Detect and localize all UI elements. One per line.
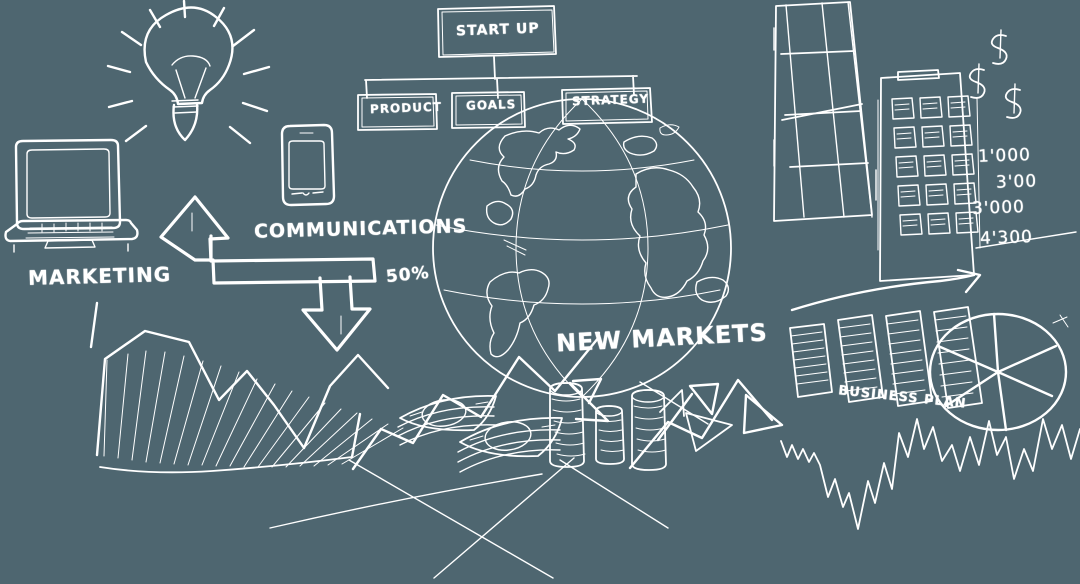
dollar-sign-icon	[990, 29, 1008, 65]
flowchart-label-strategy: STRATEGY	[571, 91, 650, 109]
flowchart-label-product: PRODUCT	[369, 99, 443, 117]
banknote-stack-icon	[397, 394, 563, 473]
lightbulb-icon	[106, 0, 271, 145]
amount-3: 3'000	[971, 197, 1026, 219]
dollar-sign-icon	[1004, 83, 1022, 119]
marketing-label: MARKETING	[27, 262, 172, 290]
bar-4	[933, 306, 983, 409]
office-building-icon	[877, 69, 981, 282]
bar-1	[789, 323, 833, 398]
amount-1: 1'000	[977, 145, 1032, 167]
flowchart-node-startup	[437, 5, 557, 58]
left-striped-area-chart	[89, 301, 610, 474]
flowchart-node-strategy	[561, 87, 653, 125]
stock-zigzag-line	[639, 381, 1080, 530]
laptop-icon	[4, 138, 139, 253]
amount-underline	[975, 231, 1077, 249]
growth-arrow-icon	[628, 378, 784, 470]
flowchart-diagram	[357, 5, 653, 131]
flowchart-label-goals: GOALS	[465, 97, 517, 113]
perspective-lines	[269, 457, 669, 579]
market-share-pie	[928, 312, 1069, 432]
flowchart-node-product	[357, 93, 438, 131]
amount-2: 3'00	[995, 171, 1038, 193]
bar-3	[885, 310, 933, 407]
bar-2	[837, 314, 884, 403]
flowchart-node-goals	[451, 91, 526, 129]
amount-4: 4'300	[979, 227, 1034, 249]
coin-stack-icon	[549, 382, 667, 471]
dollar-sign-group	[968, 29, 1022, 119]
dollar-sign-icon	[968, 63, 986, 99]
flowchart-label-startup: START UP	[455, 20, 540, 40]
fork-arrow-icon	[159, 195, 377, 352]
skyscraper-frame-icon	[773, 1, 877, 222]
smartphone-icon	[280, 123, 336, 207]
globe-icon	[432, 98, 732, 398]
